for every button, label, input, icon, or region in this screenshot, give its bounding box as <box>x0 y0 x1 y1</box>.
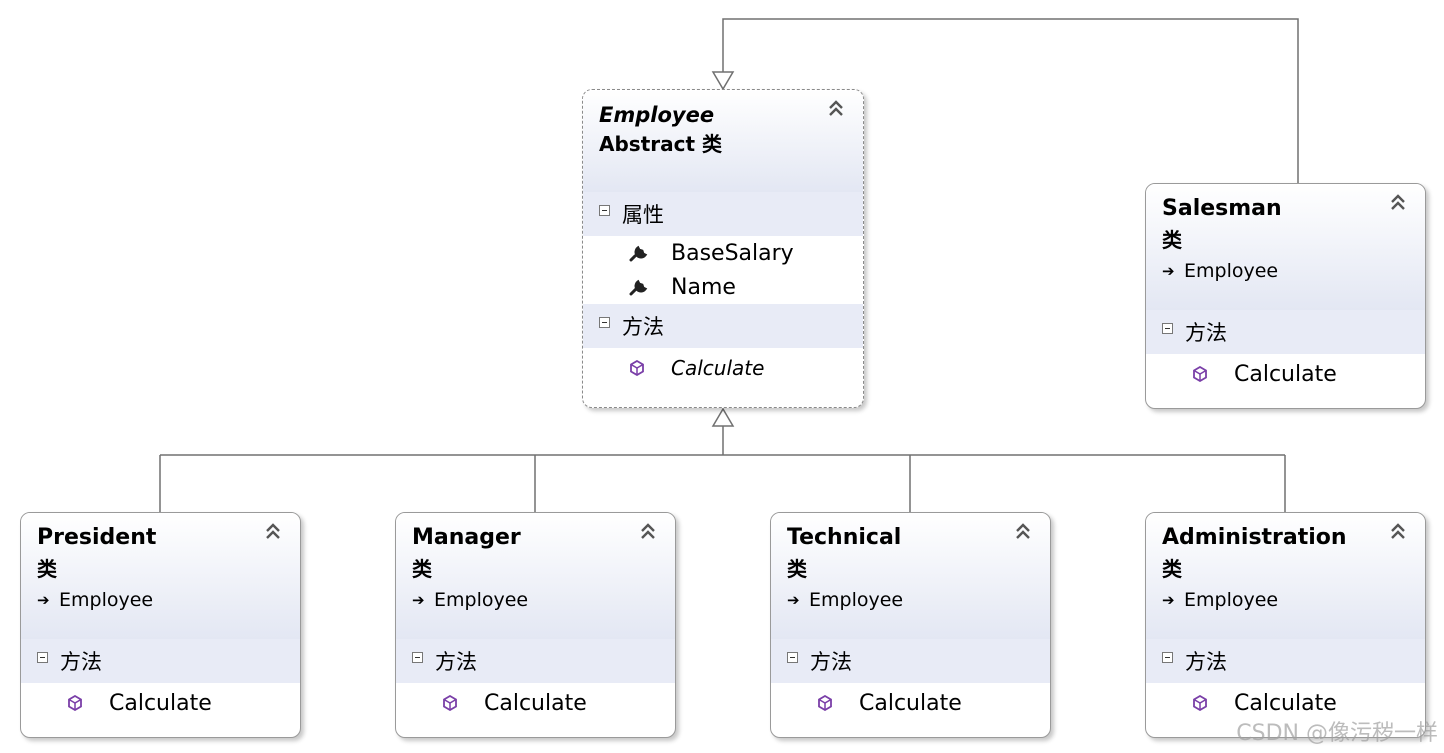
class-header: Administration 类 ➔ Employee <box>1146 513 1425 639</box>
base-class-row: ➔ Employee <box>1162 585 1409 615</box>
method-item[interactable]: Calculate <box>1146 683 1425 723</box>
class-header: Salesman 类 ➔ Employee <box>1146 184 1425 310</box>
method-name: Calculate <box>671 356 765 380</box>
class-name: Employee <box>599 103 715 127</box>
section-label: 方法 <box>435 650 477 674</box>
method-item[interactable]: Calculate <box>21 683 300 723</box>
section-label: 方法 <box>622 315 664 339</box>
salesman-inheritance-line <box>722 18 1299 183</box>
method-cube-icon <box>67 695 109 711</box>
class-salesman[interactable]: Salesman 类 ➔ Employee 方法 Calculate <box>1145 183 1426 409</box>
section-label: 方法 <box>810 650 852 674</box>
class-header: Technical 类 ➔ Employee <box>771 513 1050 639</box>
collapse-minus-icon[interactable] <box>1162 322 1173 334</box>
section-label: 方法 <box>60 650 102 674</box>
class-name: Salesman <box>1162 196 1282 221</box>
method-name: Calculate <box>484 690 587 716</box>
wrench-icon <box>629 244 671 262</box>
section-label: 方法 <box>1185 650 1227 674</box>
collapse-minus-icon[interactable] <box>1162 651 1173 663</box>
inheritance-arrow-icon: ➔ <box>1162 591 1175 609</box>
inheritance-arrow-icon: ➔ <box>37 591 50 609</box>
class-technical[interactable]: Technical 类 ➔ Employee 方法 Calculate <box>770 512 1051 738</box>
collapse-minus-icon[interactable] <box>599 204 610 216</box>
base-class-name: Employee <box>434 589 529 611</box>
method-cube-icon <box>817 695 859 711</box>
collapse-minus-icon[interactable] <box>599 316 610 328</box>
method-name: Calculate <box>109 690 212 716</box>
inheritance-arrow-icon: ➔ <box>412 591 425 609</box>
class-stereotype: 类 <box>1162 557 1182 581</box>
double-chevron-up-icon[interactable] <box>1387 193 1409 215</box>
double-chevron-up-icon[interactable] <box>1387 522 1409 544</box>
collapse-minus-icon[interactable] <box>37 651 48 663</box>
method-name: Calculate <box>1234 361 1337 387</box>
method-cube-icon <box>629 360 671 376</box>
base-class-row: ➔ Employee <box>1162 256 1409 286</box>
bottom-inheritance-arrowhead <box>711 407 735 427</box>
class-name: Technical <box>787 525 902 550</box>
class-stereotype: Abstract 类 <box>599 132 722 156</box>
class-president[interactable]: President 类 ➔ Employee 方法 Calculate <box>20 512 301 738</box>
section-label: 方法 <box>1185 321 1227 345</box>
inheritance-arrow-icon: ➔ <box>787 591 800 609</box>
double-chevron-up-icon[interactable] <box>825 99 847 121</box>
base-class-name: Employee <box>1184 589 1279 611</box>
section-label: 属性 <box>622 203 664 227</box>
class-stereotype: 类 <box>787 557 807 581</box>
class-header: Employee Abstract 类 <box>583 90 863 192</box>
class-administration[interactable]: Administration 类 ➔ Employee 方法 Calculate <box>1145 512 1426 738</box>
methods-section-header[interactable]: 方法 <box>583 304 863 348</box>
base-class-row: ➔ Employee <box>37 585 284 615</box>
properties-section-header[interactable]: 属性 <box>583 192 863 236</box>
method-name: Calculate <box>1234 690 1337 716</box>
double-chevron-up-icon[interactable] <box>262 522 284 544</box>
inheritance-arrow-icon: ➔ <box>1162 262 1175 280</box>
method-item[interactable]: Calculate <box>396 683 675 723</box>
methods-section-header[interactable]: 方法 <box>1146 310 1425 354</box>
property-item[interactable]: BaseSalary <box>583 236 863 270</box>
top-inheritance-arrowhead <box>711 71 735 91</box>
base-class-row: ➔ Employee <box>787 585 1034 615</box>
property-name: BaseSalary <box>671 240 794 266</box>
property-item[interactable]: Name <box>583 270 863 304</box>
method-item[interactable]: Calculate <box>583 348 863 388</box>
base-class-name: Employee <box>59 589 154 611</box>
class-header: Manager 类 ➔ Employee <box>396 513 675 639</box>
methods-section-header[interactable]: 方法 <box>771 639 1050 683</box>
collapse-minus-icon[interactable] <box>412 651 423 663</box>
watermark-text: CSDN @像污秽一样 <box>1236 721 1438 746</box>
method-cube-icon <box>1192 366 1234 382</box>
methods-section-header[interactable]: 方法 <box>21 639 300 683</box>
method-item[interactable]: Calculate <box>771 683 1050 723</box>
base-class-row: ➔ Employee <box>412 585 659 615</box>
method-cube-icon <box>1192 695 1234 711</box>
class-employee[interactable]: Employee Abstract 类 属性 BaseSalary Name 方… <box>582 89 864 408</box>
base-class-name: Employee <box>1184 260 1279 282</box>
base-class-name: Employee <box>809 589 904 611</box>
method-cube-icon <box>442 695 484 711</box>
class-stereotype: 类 <box>37 557 57 581</box>
methods-section-header[interactable]: 方法 <box>396 639 675 683</box>
class-stereotype: 类 <box>1162 228 1182 252</box>
methods-section-header[interactable]: 方法 <box>1146 639 1425 683</box>
method-name: Calculate <box>859 690 962 716</box>
class-name: President <box>37 525 157 550</box>
class-manager[interactable]: Manager 类 ➔ Employee 方法 Calculate <box>395 512 676 738</box>
method-item[interactable]: Calculate <box>1146 354 1425 394</box>
class-name: Manager <box>412 525 521 550</box>
property-name: Name <box>671 274 736 300</box>
wrench-icon <box>629 278 671 296</box>
double-chevron-up-icon[interactable] <box>637 522 659 544</box>
class-stereotype: 类 <box>412 557 432 581</box>
class-header: President 类 ➔ Employee <box>21 513 300 639</box>
class-name: Administration <box>1162 525 1347 550</box>
double-chevron-up-icon[interactable] <box>1012 522 1034 544</box>
collapse-minus-icon[interactable] <box>787 651 798 663</box>
